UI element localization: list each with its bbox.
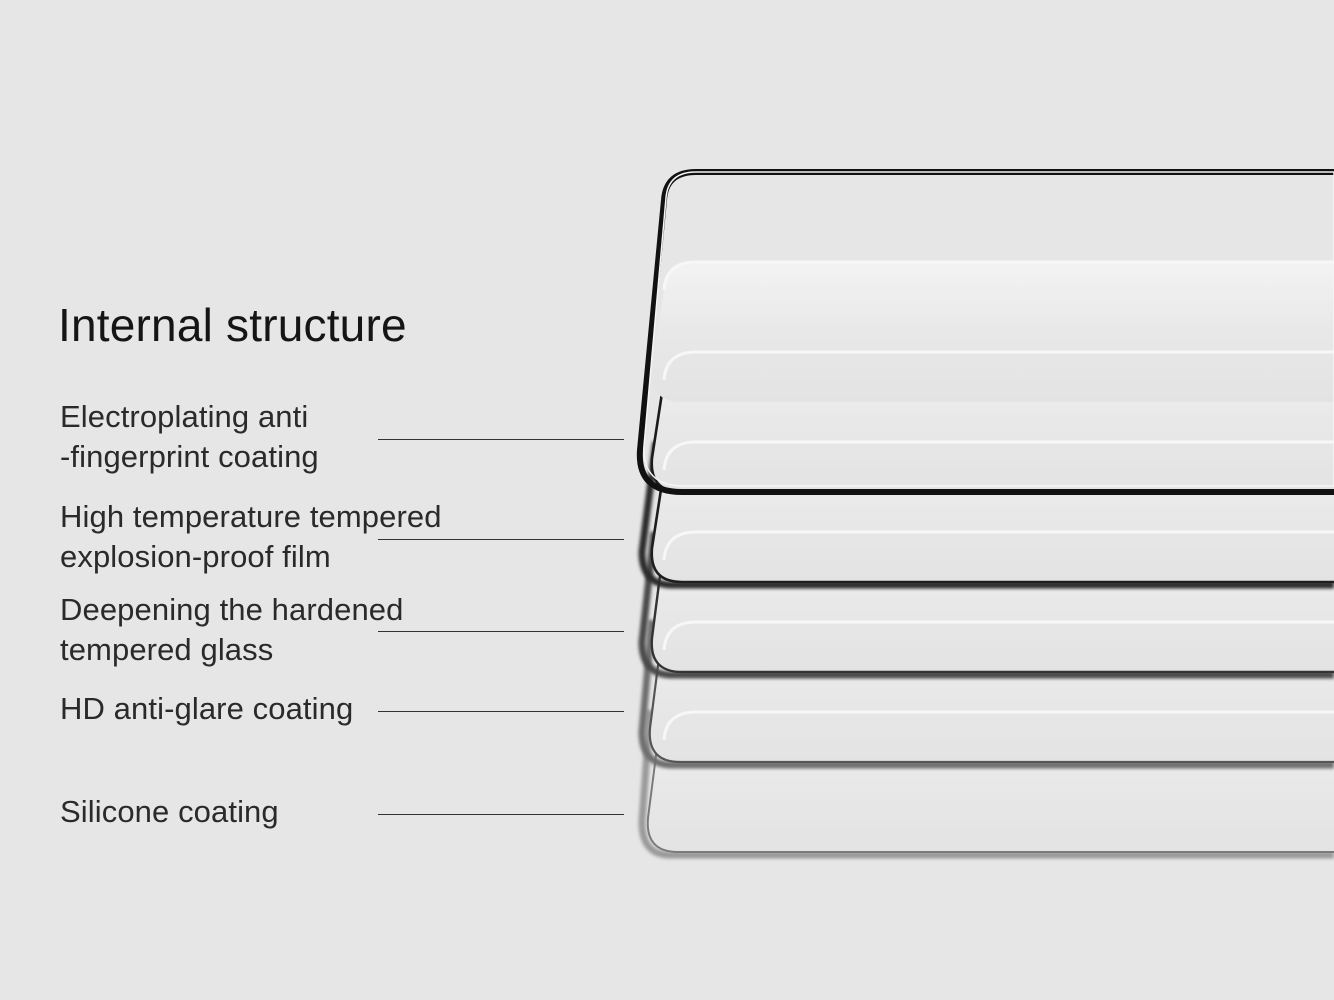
leader-line-anti-glare-coating — [378, 711, 624, 712]
layer-label-line: HD anti-glare coating — [60, 691, 354, 726]
layer-stack-illustration — [636, 169, 1334, 859]
leader-line-fingerprint-coating — [378, 439, 624, 440]
layer-label-tempered-glass: Deepening the hardened tempered glass — [60, 590, 404, 670]
layer-label-anti-glare-coating: HD anti-glare coating — [60, 689, 353, 729]
layer-label-line: Silicone coating — [60, 794, 279, 829]
layer-label-line: Electroplating anti — [60, 399, 309, 434]
layer-label-line: High temperature tempered — [60, 499, 442, 534]
leader-line-silicone-coating — [378, 814, 624, 815]
leader-line-explosion-proof-film — [378, 539, 624, 540]
page-title: Internal structure — [58, 299, 407, 351]
layer-label-silicone-coating: Silicone coating — [60, 792, 279, 832]
layer-sheet-second — [651, 262, 1334, 402]
layer-label-line: explosion-proof film — [60, 539, 331, 574]
layer-label-fingerprint-coating: Electroplating anti -fingerprint coating — [60, 397, 319, 477]
layer-sheet-fingerprint-top — [636, 169, 1334, 741]
layer-label-line: -fingerprint coating — [60, 439, 319, 474]
layer-label-line: Deepening the hardened — [60, 592, 404, 627]
layer-label-line: tempered glass — [60, 632, 274, 667]
layer-label-explosion-proof-film: High temperature tempered explosion-proo… — [60, 497, 442, 577]
leader-line-tempered-glass — [378, 631, 624, 632]
